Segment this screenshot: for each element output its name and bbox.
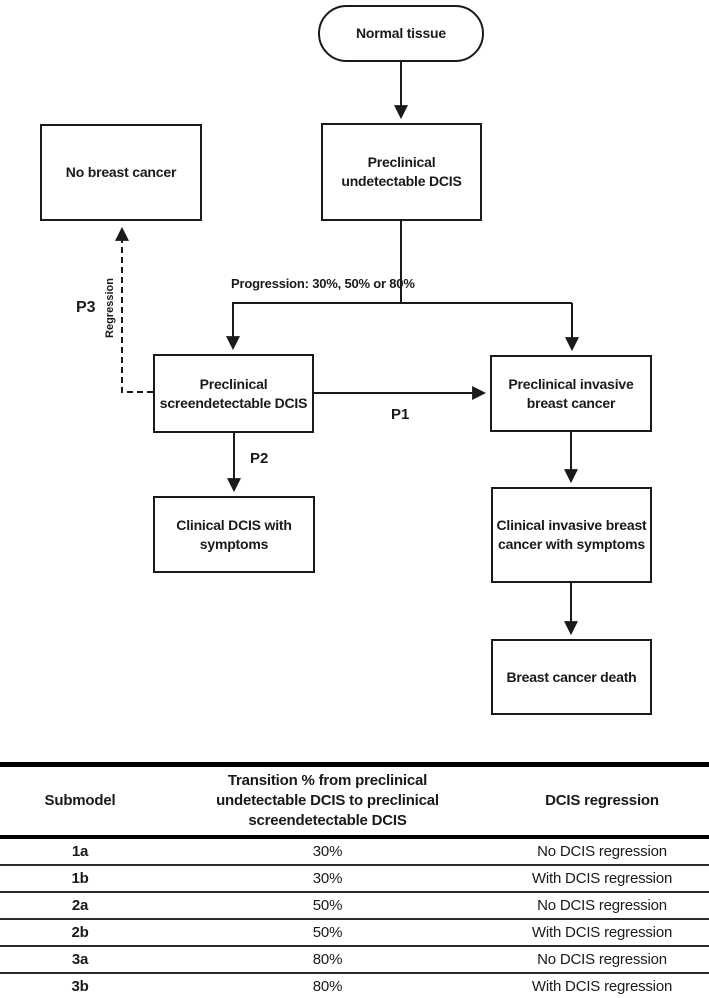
cell-regression: With DCIS regression [495,972,709,998]
flowchart-arrows [115,62,579,636]
cell-transition: 50% [160,918,495,946]
table-row: 2a 50% No DCIS regression [0,891,709,919]
header-dcis-regression: DCIS regression [495,764,709,839]
cell-regression: No DCIS regression [537,842,667,860]
regression-label: Regression [104,278,116,338]
node-preclinical-screendetectable-dcis: Preclinical screendetectable DCIS [153,354,314,433]
p2-label: P2 [250,450,269,467]
node-breast-cancer-death: Breast cancer death [491,639,652,715]
node-clinical-invasive-with-symptoms: Clinical invasive breast cancer with sym… [491,487,652,583]
cell-regression: With DCIS regression [495,918,709,946]
p3-label: P3 [76,299,96,316]
cell-regression: No DCIS regression [495,891,709,919]
node-normal-tissue: Normal tissue [318,5,484,62]
p1-label: P1 [391,406,410,423]
arrow-p3-regression-dashed [115,226,153,393]
cell-transition: 80% [160,945,495,973]
cell-transition: 30% [312,842,343,860]
cell-regression: No DCIS regression [495,945,709,973]
table-header-row: Submodel Transition % from preclinical u… [0,764,709,839]
node-preclinical-invasive-breast-cancer: Preclinical invasive breast cancer [490,355,652,432]
cell-submodel: 2a [0,891,160,919]
table-row: 2b 50% With DCIS regression [0,918,709,946]
header-submodel: Submodel [0,764,160,839]
node-no-breast-cancer: No breast cancer [40,124,202,221]
node-preclinical-undetectable-dcis: Preclinical undetectable DCIS [321,123,482,221]
table-row: 3b 80% With DCIS regression [0,972,709,998]
cell-transition: 80% [160,972,495,998]
cell-transition: 30% [160,864,495,892]
cell-submodel: 3b [0,972,160,998]
cell-submodel: 1b [0,864,160,892]
table-row: 1b 30% With DCIS regression [0,864,709,892]
cell-transition: 50% [160,891,495,919]
cell-submodel: 3a [0,945,160,973]
progression-rate-label: Progression: 30%, 50% or 80% [231,276,415,291]
submodel-table-section: Submodel Transition % from preclinical u… [0,762,709,998]
table-row: 1a 30% No DCIS regression [0,837,709,865]
header-transition-percent: Transition % from preclinical undetectab… [160,764,495,839]
table-row: 3a 80% No DCIS regression [0,945,709,973]
submodel-table: Submodel Transition % from preclinical u… [0,762,709,998]
cell-submodel: 1a [71,842,89,860]
node-clinical-dcis-with-symptoms: Clinical DCIS with symptoms [153,496,315,573]
dcis-flowchart: Normal tissue No breast cancer Preclinic… [40,5,652,715]
cell-submodel: 2b [0,918,160,946]
cell-regression: With DCIS regression [495,864,709,892]
